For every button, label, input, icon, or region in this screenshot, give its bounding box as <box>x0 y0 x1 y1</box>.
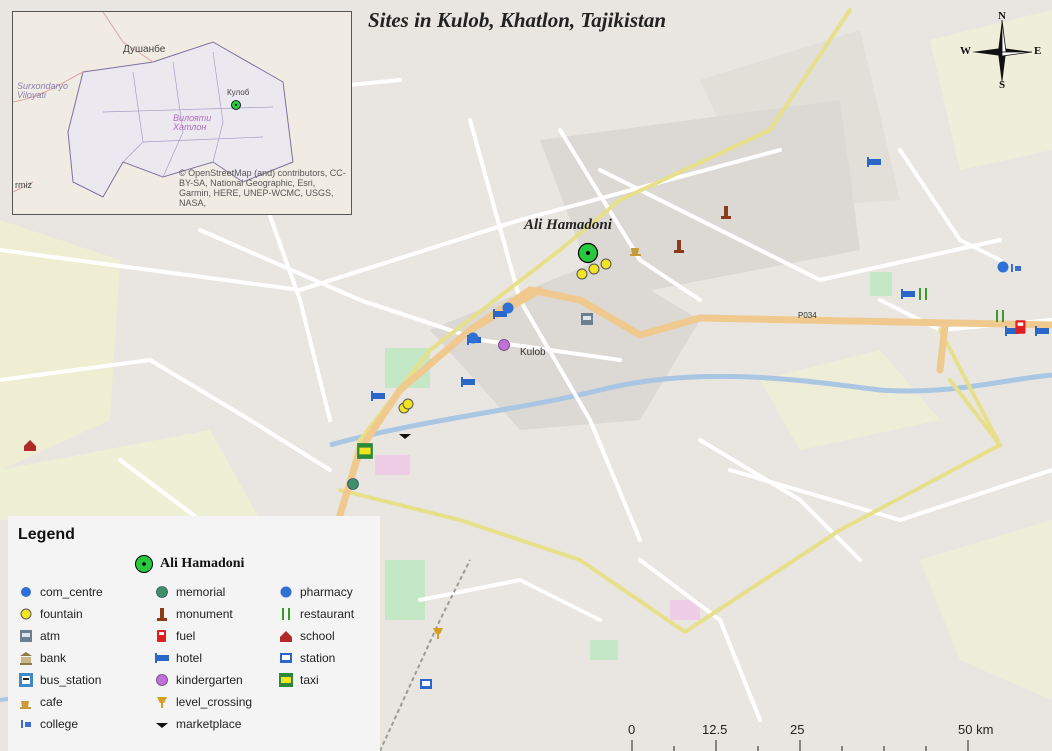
legend-item-bank: bank <box>18 650 66 666</box>
kindergarten-icon <box>156 674 168 686</box>
road-label: Р034 <box>798 311 817 320</box>
legend-item-memorial: memorial <box>154 584 225 600</box>
legend-item-monument: monument <box>154 606 233 622</box>
north-arrow: N S E W <box>960 10 1042 92</box>
inset-attribution: © OpenStreetMap (and) contributors, CC-B… <box>179 168 346 208</box>
taxi-marker[interactable] <box>356 442 374 460</box>
legend-item-kindergarten: kindergarten <box>154 672 243 688</box>
hotel-marker[interactable] <box>492 306 508 322</box>
legend-item-school: school <box>278 628 335 644</box>
college-marker[interactable] <box>1008 260 1024 276</box>
bank-icon <box>20 652 32 665</box>
compass-s: S <box>999 79 1006 91</box>
yellow-circle-icon <box>20 608 32 620</box>
legend-feature: Ali Hamadoni <box>134 554 244 574</box>
legend-item-hotel: hotel <box>154 650 202 666</box>
legend-item-college: college <box>18 716 78 732</box>
scale-label-50: 50 km <box>958 722 994 737</box>
college-icon <box>21 720 31 728</box>
scale-label-25: 25 <box>790 722 805 737</box>
legend-item-pharmacy: pharmacy <box>278 584 353 600</box>
cafe-icon <box>20 701 31 709</box>
monument-marker[interactable] <box>718 204 734 220</box>
hotel-marker[interactable] <box>866 154 882 170</box>
inset-city-capital: Душанбе <box>123 44 166 55</box>
inset-basemap <box>13 12 351 214</box>
monument-marker[interactable] <box>671 238 687 254</box>
restaurant-marker[interactable] <box>915 286 931 302</box>
legend-item-station: station <box>278 650 335 666</box>
legend-item-com-centre: com_centre <box>18 584 103 600</box>
inset-region-bottom: rmiz <box>15 180 32 190</box>
pharmacy-marker[interactable] <box>500 300 516 316</box>
legend-item-bus-station: bus_station <box>18 672 101 688</box>
legend-item-restaurant: restaurant <box>278 606 354 622</box>
fountain-marker[interactable] <box>574 266 590 282</box>
compass-n: N <box>998 10 1006 22</box>
compass-e: E <box>1034 45 1042 57</box>
marketplace-icon <box>156 723 168 728</box>
taxi-icon <box>279 673 293 687</box>
com-centre-marker[interactable] <box>995 259 1011 275</box>
legend-item-taxi: taxi <box>278 672 319 688</box>
hotel-marker[interactable] <box>460 374 476 390</box>
map-title: Sites in Kulob, Khatlon, Tajikistan <box>368 8 666 32</box>
green-target-icon <box>135 555 153 573</box>
scale-label-0: 0 <box>628 722 636 737</box>
city-label-kulob: Kulob <box>520 347 546 358</box>
legend-item-marketplace: marketplace <box>154 716 241 732</box>
kindergarten-marker[interactable] <box>496 337 512 353</box>
inset-region-center: Вилояти Хатлон <box>173 113 212 132</box>
monument-icon <box>157 608 167 621</box>
legend-item-atm: atm <box>18 628 60 644</box>
restaurant-icon <box>282 608 290 620</box>
legend-item-fountain: fountain <box>18 606 83 622</box>
legend-item-level-crossing: level_crossing <box>154 694 252 710</box>
fountain-marker[interactable] <box>400 396 416 412</box>
blue-dot-icon <box>21 587 31 597</box>
station-marker[interactable] <box>418 676 434 692</box>
legend-item-fuel: fuel <box>154 628 195 644</box>
pharmacy-marker[interactable] <box>465 330 481 346</box>
station-icon <box>280 653 292 663</box>
memorial-marker[interactable] <box>345 476 361 492</box>
legend-panel: Legend Ali Hamadoni com_centre fountain … <box>8 516 380 751</box>
fountain-marker[interactable] <box>586 261 602 277</box>
hotel-marker[interactable] <box>900 286 916 302</box>
fountain-marker[interactable] <box>598 256 614 272</box>
ali-hamadoni-label: Ali Hamadoni <box>524 217 612 233</box>
scale-label-12-5: 12.5 <box>702 722 728 737</box>
inset-overview-map[interactable]: Душанбе Кулоб Surxondaryo Viloyati Вилоя… <box>12 11 352 215</box>
hotel-icon <box>155 653 169 663</box>
scale-ticks <box>631 740 969 751</box>
legend-title: Legend <box>18 526 75 543</box>
fuel-marker[interactable] <box>1012 318 1030 336</box>
bus-station-icon <box>19 673 33 687</box>
inset-city-local: Кулоб <box>227 88 250 97</box>
compass-rose-icon <box>972 19 1033 84</box>
scale-bar: 0 12.5 25 50 km <box>620 722 1020 751</box>
compass-w: W <box>960 45 971 57</box>
hotel-marker[interactable] <box>370 388 386 404</box>
legend-feature-label: Ali Hamadoni <box>160 556 245 571</box>
inset-region-left: Surxondaryo Viloyati <box>17 81 69 100</box>
hotel-marker[interactable] <box>1004 323 1020 339</box>
marketplace-marker[interactable] <box>397 427 413 443</box>
level-crossing-icon <box>157 697 167 708</box>
atm-icon <box>20 630 32 642</box>
atm-marker[interactable] <box>579 311 595 327</box>
level-crossing-marker[interactable] <box>430 625 446 641</box>
ali-hamadoni-marker[interactable] <box>577 242 599 264</box>
school-icon <box>280 631 292 642</box>
school-marker[interactable] <box>22 437 38 453</box>
fuel-icon <box>157 630 166 642</box>
cafe-marker[interactable] <box>628 241 644 257</box>
pharmacy-icon <box>280 586 292 598</box>
memorial-icon <box>156 586 168 598</box>
hotel-marker[interactable] <box>1034 323 1050 339</box>
legend-item-cafe: cafe <box>18 694 63 710</box>
restaurant-marker[interactable] <box>992 308 1008 324</box>
